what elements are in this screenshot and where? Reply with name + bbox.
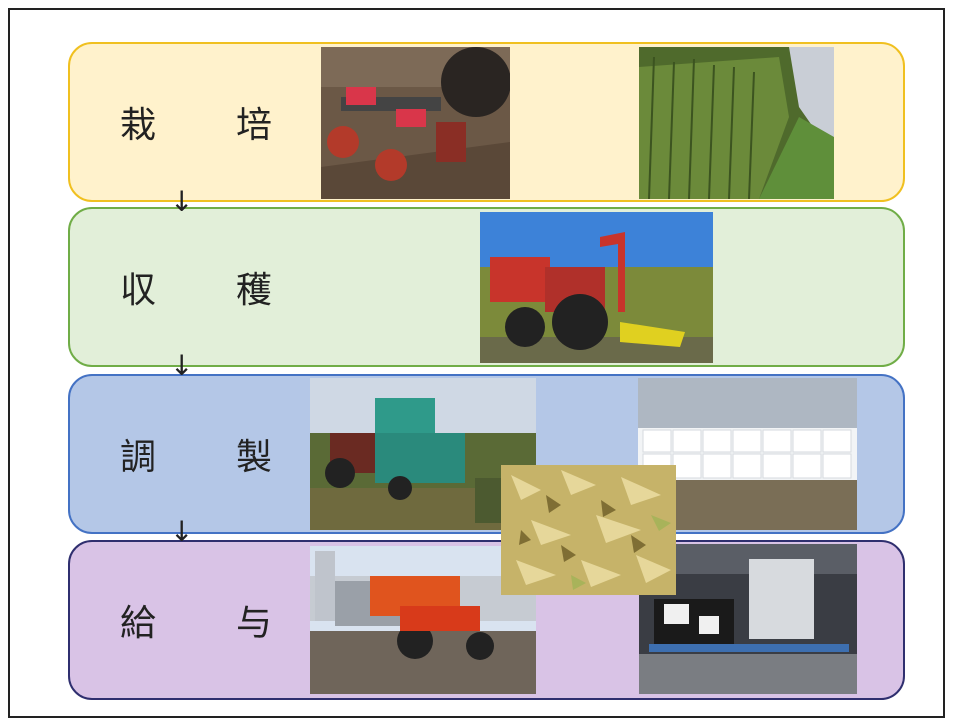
dairy-barn-cows-photo xyxy=(639,544,857,694)
down-arrow-icon: ↓ xyxy=(170,349,194,382)
feed-mixer-tractor-photo xyxy=(310,546,536,694)
down-arrow-icon: ↓ xyxy=(170,185,194,218)
stage-label: 調 製 xyxy=(120,437,295,478)
forage-harvester-photo xyxy=(480,212,713,363)
stage-label: 給 与 xyxy=(120,603,295,644)
silage-closeup-photo xyxy=(501,465,676,595)
corn-field-photo xyxy=(639,47,834,199)
baler-wrapper-photo xyxy=(310,378,536,530)
seeding-planter-photo xyxy=(321,47,510,199)
down-arrow-icon: ↓ xyxy=(170,515,194,548)
stage-label: 収 穫 xyxy=(120,270,295,311)
stage-label: 栽 培 xyxy=(120,105,295,146)
